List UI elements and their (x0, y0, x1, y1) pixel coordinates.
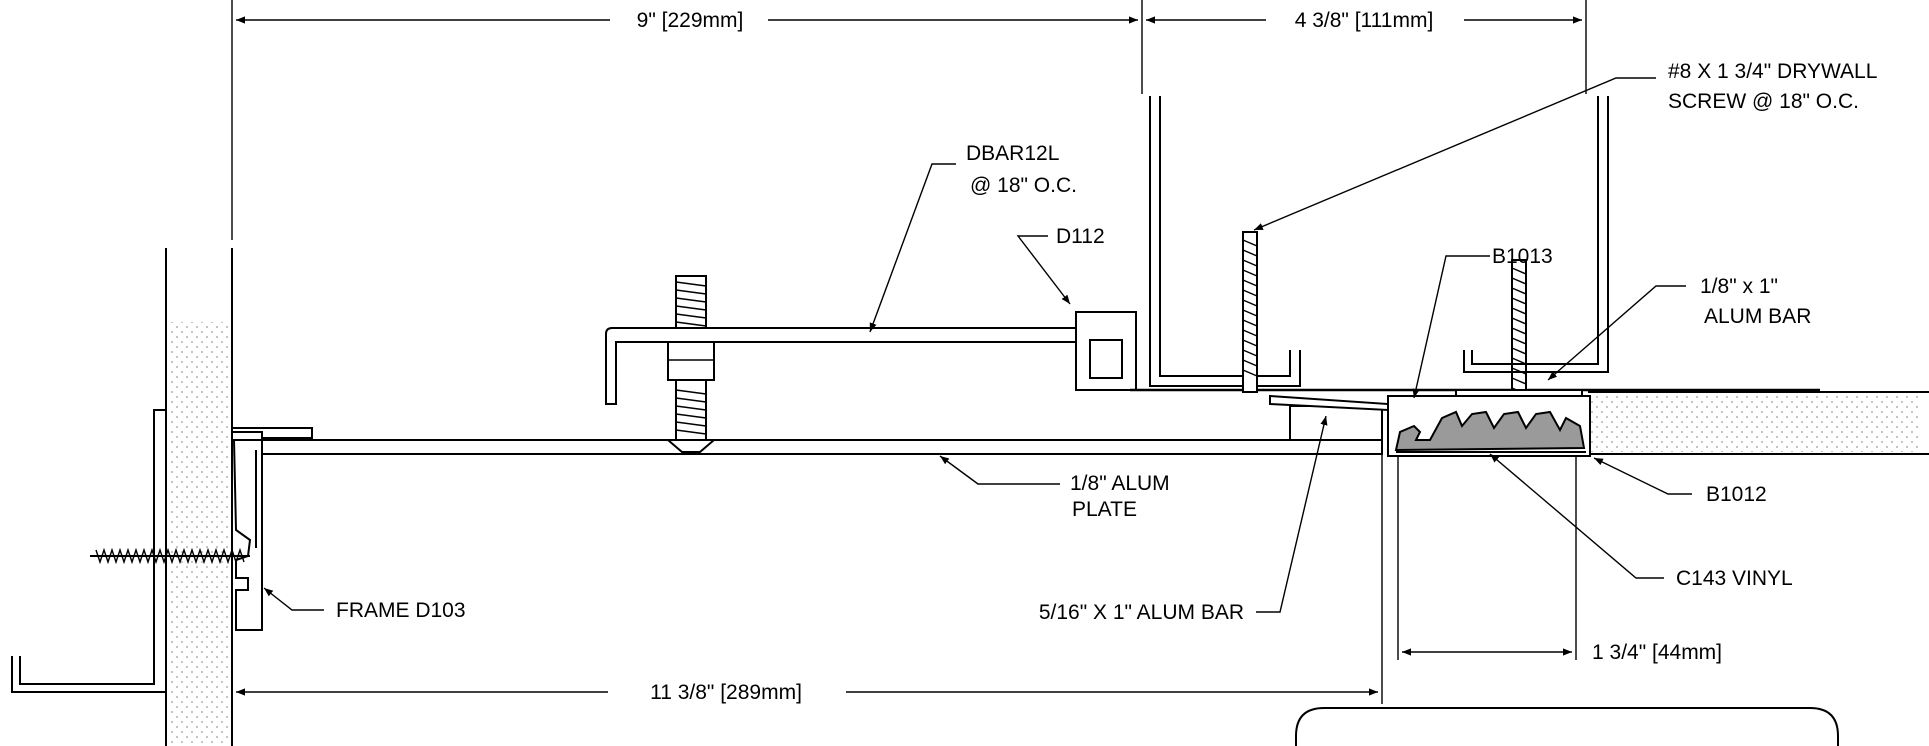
callout-dbar12l-line2: @ 18" O.C. (970, 174, 1077, 197)
frame-d103 (231, 427, 313, 631)
callout-d112-label: D112 (1056, 225, 1105, 248)
callout-frame-d103-label: FRAME D103 (336, 599, 466, 622)
dimension-top-left: 9" [229mm] (231, 0, 1143, 240)
anchor-screw (90, 547, 250, 565)
stud-channel (1130, 96, 1820, 392)
callout-alum-plate: 1/8" ALUM PLATE (939, 455, 1170, 521)
callout-drywall-screw-line1: #8 X 1 3/4" DRYWALL (1668, 60, 1877, 83)
dimension-bottom-right: 1 3/4" [44mm] (1397, 456, 1722, 664)
threaded-rod (665, 275, 717, 453)
alum-plate (261, 439, 1383, 455)
callout-b1013: B1013 (1412, 245, 1553, 399)
callout-b1013-label: B1013 (1492, 245, 1553, 268)
callout-dbar12l-line1: DBAR12L (966, 142, 1059, 165)
drywall-screw (1242, 231, 1258, 393)
callout-d112: D112 (1016, 225, 1105, 305)
callout-b1012-label: B1012 (1706, 483, 1767, 506)
dim-bottom-overall-label: 11 3/8" [289mm] (650, 681, 802, 704)
dimension-top-right: 4 3/8" [111mm] (1146, 0, 1587, 94)
callout-c143-vinyl: C143 VINYL (1489, 453, 1793, 590)
callout-drywall-screw-line2: SCREW @ 18" O.C. (1668, 90, 1859, 113)
dim-top-left-label: 9" [229mm] (637, 9, 744, 32)
callout-alum-bar-large: 5/16" X 1" ALUM BAR (1039, 415, 1328, 624)
callout-drywall-screw: #8 X 1 3/4" DRYWALL SCREW @ 18" O.C. (1253, 60, 1877, 231)
alum-bar-large (1269, 394, 1389, 441)
callout-b1012: B1012 (1593, 457, 1767, 506)
title-block-frame (1295, 707, 1839, 746)
b1013-screw (1511, 259, 1527, 409)
right-wall (1463, 96, 1929, 455)
callout-alum-plate-line1: 1/8" ALUM (1070, 472, 1170, 495)
callout-alum-bar-small-line2: ALUM BAR (1704, 305, 1811, 328)
dim-top-right-label: 4 3/8" [111mm] (1295, 9, 1434, 32)
callout-c143-vinyl-label: C143 VINYL (1676, 567, 1793, 590)
callout-alum-bar-small: 1/8" x 1" ALUM BAR (1547, 275, 1811, 381)
dimension-bottom-overall: 11 3/8" [289mm] (236, 454, 1383, 704)
callout-alum-bar-small-line1: 1/8" x 1" (1700, 275, 1778, 298)
c143-vinyl (1394, 410, 1586, 453)
callout-alum-plate-line2: PLATE (1072, 498, 1137, 521)
left-wall (11, 248, 233, 746)
dim-bottom-right-label: 1 3/4" [44mm] (1592, 641, 1722, 664)
callout-alum-bar-large-label: 5/16" X 1" ALUM BAR (1039, 601, 1244, 624)
callout-frame-d103: FRAME D103 (263, 587, 466, 622)
d112-clip (1075, 311, 1137, 391)
callout-dbar12l: DBAR12L @ 18" O.C. (869, 142, 1077, 333)
